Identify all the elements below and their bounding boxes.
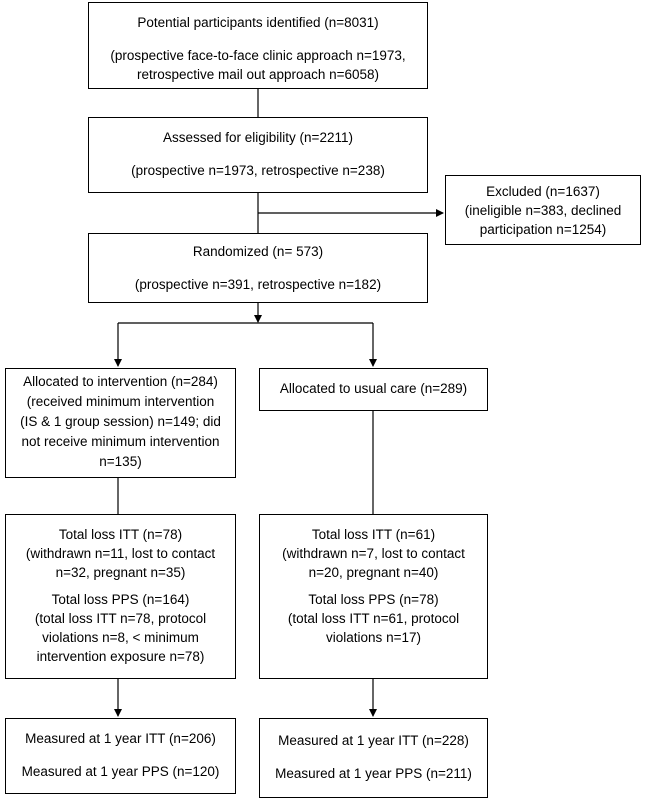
randomized-title: Randomized (n= 573): [192, 244, 324, 259]
loss-right-pps-detail-2: violations n=17): [326, 630, 421, 645]
randomized-detail: (prospective n=391, retrospective n=182): [134, 277, 382, 292]
identified-detail-1: (prospective face-to-face clinic approac…: [110, 48, 406, 63]
loss-right-pps-title: Total loss PPS (n=78): [308, 592, 439, 607]
assessed-box: Assessed for eligibility (n=2211) (prosp…: [88, 117, 428, 193]
randomized-box: Randomized (n= 573) (prospective n=391, …: [88, 233, 428, 303]
intervention-box: Allocated to intervention (n=284) (recei…: [5, 368, 236, 478]
loss-left-itt-detail-2: n=32, pregnant n=35): [55, 565, 186, 580]
intervention-detail-2: (IS & 1 group session) n=149; did: [20, 414, 221, 429]
identified-title: Potential participants identified (n=803…: [137, 15, 379, 30]
loss-left-box: Total loss ITT (n=78) (withdrawn n=11, l…: [5, 514, 236, 679]
loss-right-itt-title: Total loss ITT (n=61): [311, 527, 436, 542]
intervention-detail-4: n=135): [99, 454, 142, 469]
measured-right-pps: Measured at 1 year PPS (n=211): [275, 766, 472, 781]
loss-left-itt-title: Total loss ITT (n=78): [58, 527, 183, 542]
measured-left-itt: Measured at 1 year ITT (n=206): [25, 731, 216, 746]
measured-left-box: Measured at 1 year ITT (n=206) Measured …: [5, 718, 236, 794]
excluded-detail-2: participation n=1254): [479, 222, 607, 237]
identified-detail-2: retrospective mail out approach n=6058): [136, 67, 380, 82]
loss-left-pps-detail-1: (total loss ITT n=78, protocol: [34, 611, 207, 626]
usual-care-title: Allocated to usual care (n=289): [279, 381, 468, 396]
excluded-box: Excluded (n=1637) (ineligible n=383, dec…: [445, 175, 641, 245]
loss-right-box: Total loss ITT (n=61) (withdrawn n=7, lo…: [259, 514, 488, 679]
measured-left-pps: Measured at 1 year PPS (n=120): [21, 764, 220, 779]
loss-left-pps-detail-2: violations n=8, < minimum: [42, 630, 199, 645]
loss-right-pps-detail-1: (total loss ITT n=61, protocol: [287, 611, 460, 626]
intervention-title: Allocated to intervention (n=284): [23, 374, 218, 389]
identified-box: Potential participants identified (n=803…: [88, 2, 428, 89]
loss-right-itt-detail-1: (withdrawn n=7, lost to contact: [282, 546, 465, 561]
intervention-detail-1: (received minimum intervention: [26, 394, 215, 409]
usual-care-box: Allocated to usual care (n=289): [259, 368, 488, 411]
assessed-detail: (prospective n=1973, retrospective n=238…: [131, 163, 385, 178]
intervention-detail-3: not receive minimum intervention: [21, 434, 220, 449]
measured-right-box: Measured at 1 year ITT (n=228) Measured …: [259, 718, 488, 798]
loss-left-pps-detail-3: intervention exposure n=78): [36, 649, 205, 664]
loss-left-itt-detail-1: (withdrawn n=11, lost to contact: [25, 546, 216, 561]
loss-right-itt-detail-2: n=20, pregnant n=40): [308, 565, 439, 580]
assessed-title: Assessed for eligibility (n=2211): [163, 130, 353, 145]
loss-left-pps-title: Total loss PPS (n=164): [51, 592, 190, 607]
excluded-detail-1: (ineligible n=383, declined: [464, 203, 622, 218]
measured-right-itt: Measured at 1 year ITT (n=228): [278, 733, 469, 748]
excluded-title: Excluded (n=1637): [486, 184, 600, 199]
